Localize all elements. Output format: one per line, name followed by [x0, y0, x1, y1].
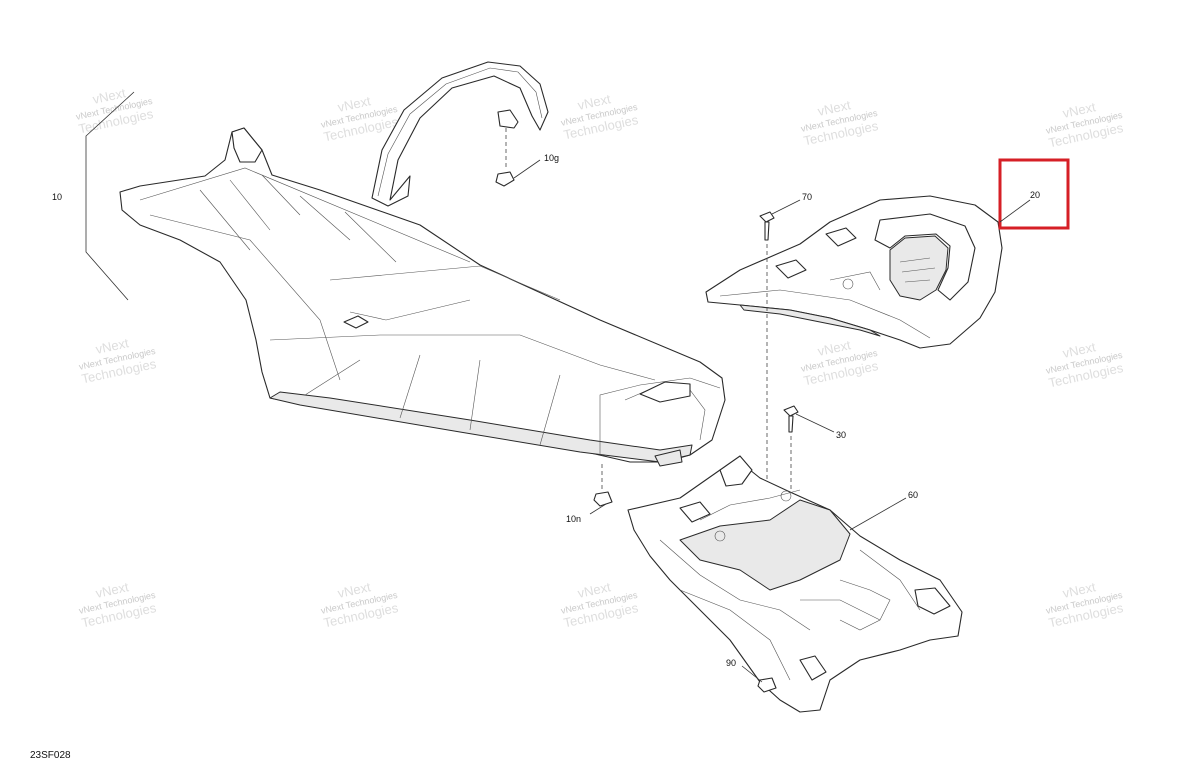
- watermark: vNext vNext Technologies Technologies: [1045, 579, 1125, 630]
- callout-10g-label: 10g: [544, 153, 559, 163]
- clip-10g[interactable]: [495, 128, 515, 187]
- callout-60-label: 60: [908, 490, 918, 500]
- watermark: vNext vNext Technologies Technologies: [560, 579, 640, 630]
- watermark: vNext vNext Technologies Technologies: [800, 97, 880, 148]
- watermark: vNext vNext Technologies Technologies: [320, 93, 400, 144]
- watermark-line2: vNext: [816, 337, 852, 359]
- watermark: vNext vNext Technologies Technologies: [78, 335, 158, 386]
- watermark: vNext vNext Technologies Technologies: [320, 579, 400, 630]
- watermark-line2: vNext: [1061, 579, 1097, 601]
- screw-30[interactable]: [783, 405, 799, 492]
- watermark-line2: vNext: [91, 85, 127, 107]
- watermark: vNext vNext Technologies Technologies: [800, 337, 880, 388]
- callout-10g: 10g: [513, 153, 559, 179]
- watermark-line2: vNext: [1061, 339, 1097, 361]
- callout-90: 90: [726, 658, 763, 683]
- callout-60: 60: [849, 490, 918, 531]
- callout-30: 30: [795, 413, 846, 440]
- callout-90-label: 90: [726, 658, 736, 668]
- watermark-line2: vNext: [94, 335, 130, 357]
- watermark-line2: vNext: [576, 579, 612, 601]
- highlight-20: [998, 158, 1070, 230]
- callout-10n: 10n: [566, 503, 607, 524]
- callout-10-label: 10: [52, 192, 62, 202]
- callout-10: 10: [52, 91, 135, 301]
- seat-strap[interactable]: [371, 61, 549, 207]
- seat-assembly[interactable]: [119, 127, 726, 467]
- watermark-line2: vNext: [576, 91, 612, 113]
- watermark-line2: vNext: [336, 93, 372, 115]
- seat-base[interactable]: [627, 455, 963, 713]
- rear-grab-rail[interactable]: [705, 195, 1003, 349]
- watermark-line2: vNext: [1061, 99, 1097, 121]
- clip-10n[interactable]: [593, 464, 613, 507]
- watermark: vNext vNext Technologies Technologies: [560, 91, 640, 142]
- watermark: vNext vNext Technologies Technologies: [1045, 99, 1125, 150]
- watermark: vNext vNext Technologies Technologies: [78, 579, 158, 630]
- watermark-line2: vNext: [336, 579, 372, 601]
- callout-70: 70: [771, 192, 812, 215]
- highlight-box: [998, 158, 1070, 230]
- callout-20-label: 20: [1030, 190, 1040, 200]
- callout-20: 20: [999, 190, 1040, 223]
- watermark: vNext vNext Technologies Technologies: [1045, 339, 1125, 390]
- nut-90[interactable]: [757, 677, 777, 693]
- screw-70[interactable]: [759, 211, 775, 680]
- callout-30-label: 30: [836, 430, 846, 440]
- callout-70-label: 70: [802, 192, 812, 202]
- drawing-code: 23SF028: [30, 750, 71, 761]
- watermark-line2: vNext: [94, 579, 130, 601]
- watermark: vNext vNext Technologies Technologies: [75, 85, 155, 136]
- callout-10n-label: 10n: [566, 514, 581, 524]
- watermark-line2: vNext: [816, 97, 852, 119]
